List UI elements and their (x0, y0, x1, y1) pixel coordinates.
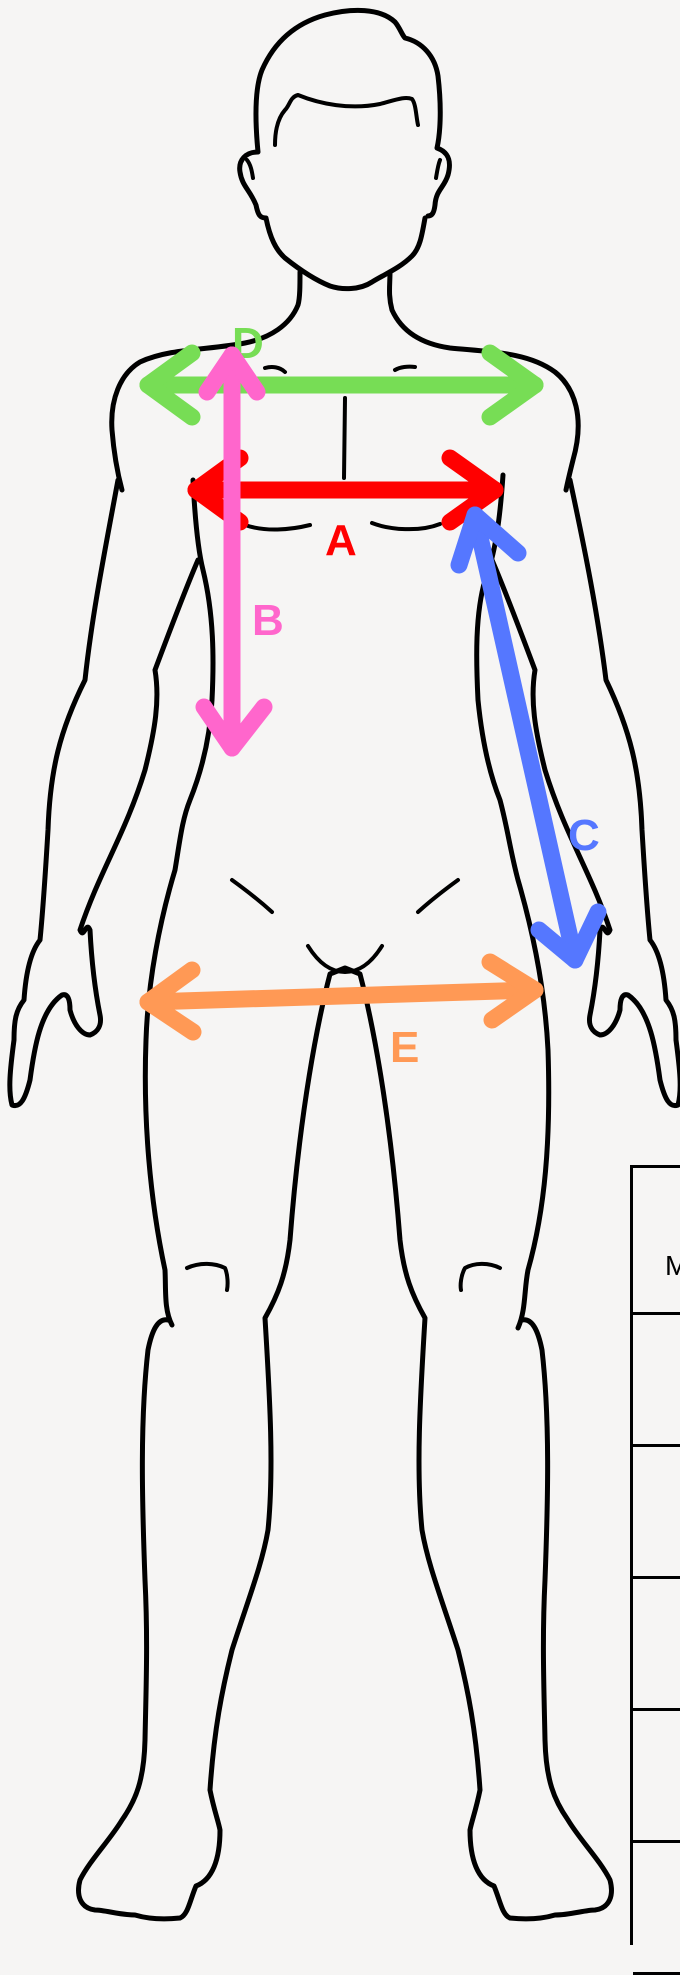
label-e: E (390, 1023, 419, 1072)
measurement-d: D (148, 319, 535, 417)
ear-left-detail (247, 160, 253, 178)
pectoral-right (372, 523, 440, 529)
table-row (633, 1315, 680, 1447)
legs-outline (79, 968, 612, 1919)
knee-mark-left (187, 1264, 228, 1290)
knee-mark-right (461, 1264, 500, 1290)
ear-right-detail (436, 160, 440, 178)
table-row (633, 1843, 680, 1975)
table-row (633, 1711, 680, 1843)
hairline (275, 95, 418, 145)
label-a: A (325, 516, 357, 565)
body-measurement-diagram: D A B C E (0, 0, 680, 1925)
label-b: B (252, 596, 284, 645)
arrow-c-line (475, 515, 575, 960)
arrow-e-line (148, 990, 535, 1002)
size-table: M (630, 1165, 680, 1945)
table-row (633, 1447, 680, 1579)
arm-right-outline (492, 480, 680, 1106)
chest-mark-right (395, 367, 415, 370)
hip-mark-right (418, 880, 458, 912)
measurement-b: B (204, 355, 284, 748)
sternum-line (344, 398, 345, 478)
measurement-c: C (459, 515, 600, 960)
head-outline (240, 10, 450, 288)
chest-mark-left (265, 367, 285, 372)
measurement-e: E (148, 962, 535, 1072)
table-header-text: M (665, 1250, 680, 1282)
pectoral-left (245, 525, 310, 530)
label-c: C (568, 811, 600, 860)
table-row (633, 1579, 680, 1711)
table-header-row: M (633, 1168, 680, 1315)
hip-mark-left (232, 880, 272, 912)
